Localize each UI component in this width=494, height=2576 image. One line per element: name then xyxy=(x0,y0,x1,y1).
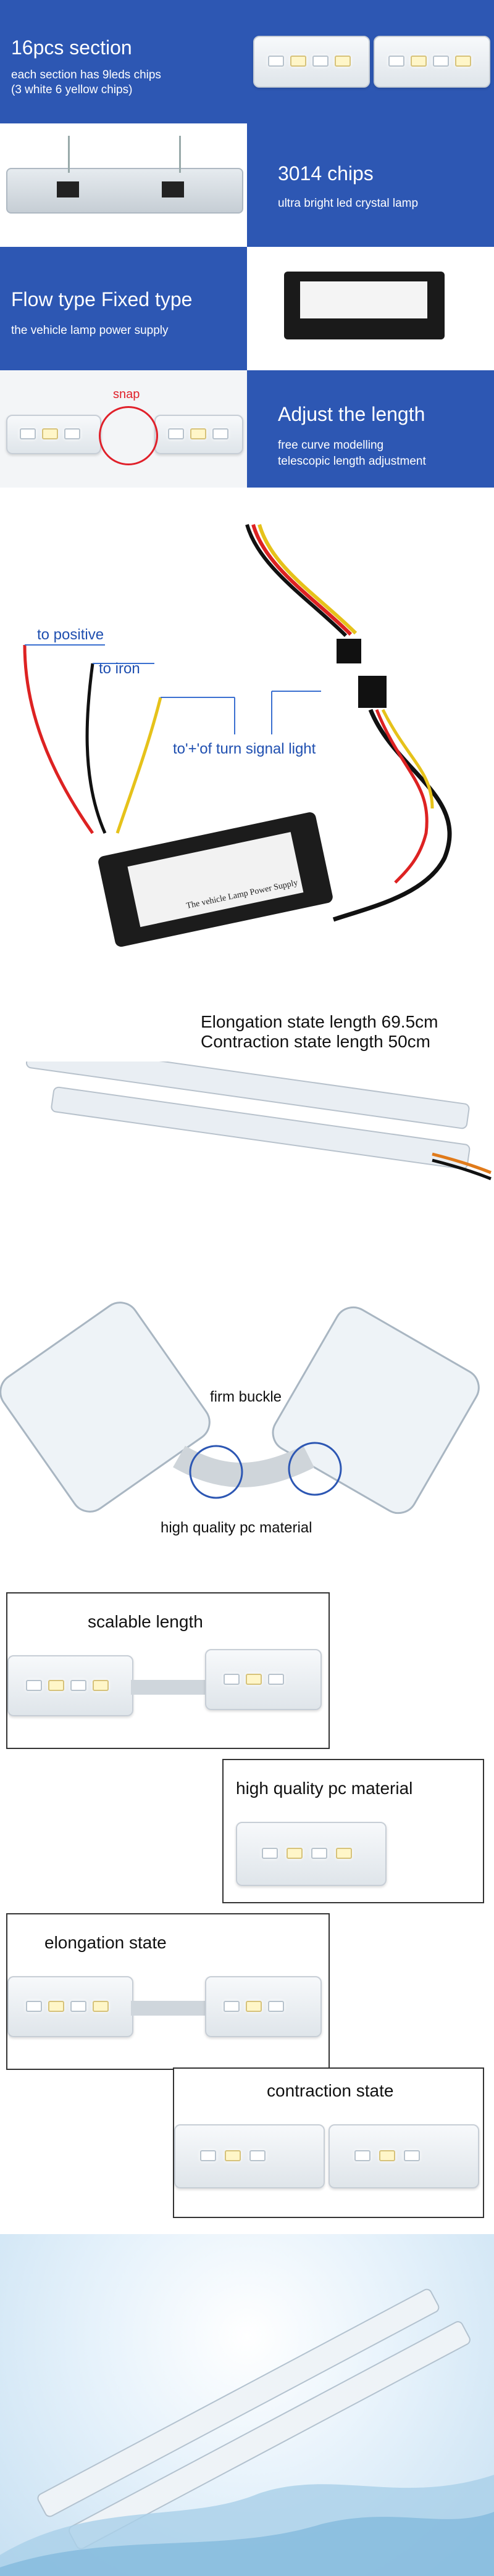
feature-section: 16pcs section each section has 9leds chi… xyxy=(0,0,494,488)
led-module-image xyxy=(154,415,243,454)
led-module-image xyxy=(205,1976,322,2037)
panel-16pcs-sub2: (3 white 6 yellow chips) xyxy=(11,83,133,96)
to-iron-label: to iron xyxy=(99,660,140,677)
length-contraction: Contraction state length 50cm xyxy=(201,1032,430,1051)
to-positive-label: to positive xyxy=(37,626,104,643)
buckle-svg xyxy=(0,1302,480,1514)
material-frame: high quality pc material xyxy=(222,1759,484,1903)
turn-signal-label: to'+'of turn signal light xyxy=(173,741,316,757)
panel-3014-sub: ultra bright led crystal lamp xyxy=(278,197,419,210)
elongation-frame: elongation state xyxy=(6,1913,330,2070)
led-module-image xyxy=(253,36,370,88)
panel-16pcs-text: 16pcs section each section has 9leds chi… xyxy=(0,0,247,123)
length-elongation: Elongation state length 69.5cm xyxy=(201,1012,438,1031)
panel-flow-photo xyxy=(247,247,494,370)
splash-svg xyxy=(0,2288,494,2576)
wiring-svg xyxy=(23,524,452,947)
power-box-image xyxy=(284,272,445,339)
water-splash-photo xyxy=(0,2234,494,2576)
panel-flow-sub: the vehicle lamp power supply xyxy=(11,324,169,337)
firm-buckle-label: firm buckle xyxy=(210,1389,282,1405)
elongation-caption: elongation state xyxy=(44,1933,167,1952)
panel-adjust-sub2: telescopic length adjustment xyxy=(278,455,426,468)
led-module-image xyxy=(205,1649,322,1710)
panel-adjust-text: Adjust the length free curve modelling t… xyxy=(247,370,494,488)
panel-flow-text: Flow type Fixed type the vehicle lamp po… xyxy=(0,247,247,370)
panel-16pcs-title: 16pcs section xyxy=(11,36,132,59)
buckle-section: firm buckle high quality pc material xyxy=(0,1284,494,1543)
strip-svg xyxy=(25,1062,492,1181)
panel-16pcs-sub1: each section has 9leds chips xyxy=(11,69,161,81)
led-module-image xyxy=(236,1822,387,1886)
led-module-image xyxy=(374,36,490,88)
snap-label: snap xyxy=(113,388,140,401)
pcb-image xyxy=(6,168,243,214)
panel-adjust-sub1: free curve modelling xyxy=(278,439,384,452)
contraction-caption: contraction state xyxy=(267,2081,394,2100)
panel-adjust-title: Adjust the length xyxy=(278,403,425,425)
led-module-image xyxy=(7,1976,133,2037)
led-module-image xyxy=(6,415,101,454)
panel-16pcs-photo xyxy=(247,0,494,123)
material-caption: high quality pc material xyxy=(236,1779,413,1798)
led-module-image xyxy=(329,2124,479,2188)
led-module-image xyxy=(174,2124,325,2188)
panel-3014-text: 3014 chips ultra bright led crystal lamp xyxy=(247,123,494,247)
snap-circle xyxy=(99,406,158,465)
led-module-image xyxy=(7,1655,133,1716)
panel-flow-title: Flow type Fixed type xyxy=(11,288,193,310)
scalable-caption: scalable length xyxy=(88,1612,203,1631)
pc-material-label: high quality pc material xyxy=(161,1519,312,1536)
panel-adjust-photo: snap xyxy=(0,370,247,488)
length-section: Elongation state length 69.5cm Contracti… xyxy=(0,1012,494,1259)
panel-3014-photo xyxy=(0,123,247,247)
panel-3014-title: 3014 chips xyxy=(278,162,374,185)
contraction-frame: contraction state xyxy=(173,2067,484,2218)
scalable-frame: scalable length xyxy=(6,1592,330,1749)
wiring-section: to positive to iron to'+'of turn signal … xyxy=(0,512,494,994)
